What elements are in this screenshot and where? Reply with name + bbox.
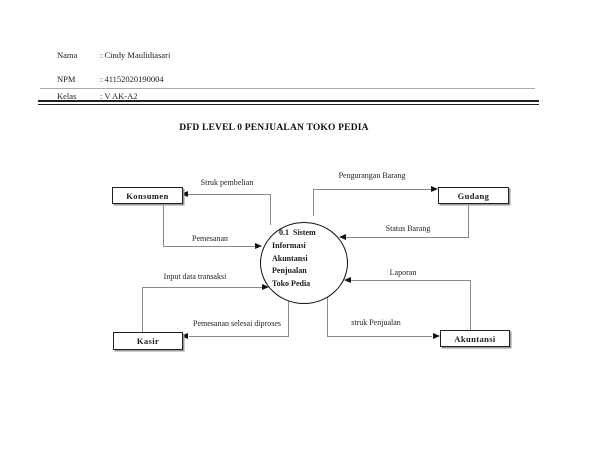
entity-label-kasir: Kasir (136, 336, 160, 346)
field-value-kelas: : V AK-A2 (100, 91, 138, 101)
flow-label-pengurangan-barang: Pengurangan Barang (338, 171, 406, 180)
process-label-line: Penjualan (272, 266, 307, 276)
entity-box-gudang: Gudang (438, 187, 509, 204)
flow-line-struk-penjualan-h (327, 336, 432, 337)
flow-label-pemesanan-selesai: Pemesanan selesai diproses (193, 319, 281, 328)
field-value-npm: : 41152020190004 (100, 74, 164, 84)
field-label-nama: Nama (57, 50, 78, 60)
arrowhead-into-konsumen-icon (181, 191, 188, 197)
flow-label-status-barang: Status Barang (385, 224, 431, 233)
flow-line-laporan-v (470, 280, 471, 330)
flow-line-pengurangan-v (313, 189, 314, 216)
entity-label-gudang: Gudang (457, 190, 490, 201)
header-double-rule (38, 100, 539, 105)
process-circle: 0.1 Sistem Informasi Akuntansi Penjualan… (260, 222, 348, 304)
flow-label-laporan: Laporan (389, 268, 417, 277)
process-label-line: 0.1 Sistem (279, 228, 316, 237)
process-label: 0.1 Sistem Informasi Akuntansi Penjualan… (272, 227, 316, 291)
flow-line-struk-pembelian-h (181, 194, 271, 195)
field-label-npm: NPM (57, 74, 76, 84)
entity-box-kasir: Kasir (113, 332, 183, 350)
process-label-line: Informasi (272, 240, 306, 250)
flow-label-struk-penjualan: struk Penjualan (351, 318, 401, 327)
flow-line-status-barang-v (468, 202, 469, 238)
arrowhead-into-gudang-icon (431, 186, 438, 192)
entity-box-akuntansi: Akuntansi (440, 330, 510, 347)
flow-line-struk-pembelian-v (270, 194, 271, 225)
arrowhead-into-akuntansi-icon (433, 333, 440, 339)
process-label-line: Toko Pedia (272, 279, 311, 289)
field-label-kelas: Kelas (57, 91, 77, 101)
flow-label-pemesanan: Pemesanan (192, 234, 228, 243)
flow-line-pemesanan-selesai-h (189, 336, 289, 337)
arrowhead-status-barang-icon (339, 234, 346, 240)
arrowhead-laporan-icon (344, 277, 351, 283)
field-value-nama: : Cindy Maulidiasari (100, 50, 171, 60)
flow-line-pemesanan-v (163, 202, 164, 247)
flow-line-pemesanan-h (163, 246, 256, 247)
arrowhead-into-kasir-icon (181, 333, 188, 339)
flow-line-struk-penjualan-v (327, 296, 328, 337)
flow-label-struk-pembelian: Struk pembelian (200, 178, 254, 187)
arrowhead-input-data-icon (262, 284, 269, 290)
flow-line-status-barang-h (344, 237, 469, 238)
flow-line-pengurangan-h (313, 189, 431, 190)
header-separator-line (40, 88, 535, 89)
flow-line-input-data-h (142, 287, 264, 288)
arrowhead-pemesanan-icon (255, 243, 262, 249)
flow-line-input-data-v (142, 287, 143, 332)
entity-label-akuntansi: Akuntansi (454, 333, 496, 344)
page-title: DFD LEVEL 0 PENJUALAN TOKO PEDIA (179, 123, 369, 133)
flow-line-pemesanan-selesai-v (288, 299, 289, 337)
process-label-line: Akuntansi (272, 253, 308, 263)
entity-box-konsumen: Konsumen (112, 187, 183, 204)
entity-label-konsumen: Konsumen (126, 190, 169, 201)
flow-line-laporan-h (351, 280, 471, 281)
flow-label-input-data: Input data transaksi (163, 272, 227, 281)
